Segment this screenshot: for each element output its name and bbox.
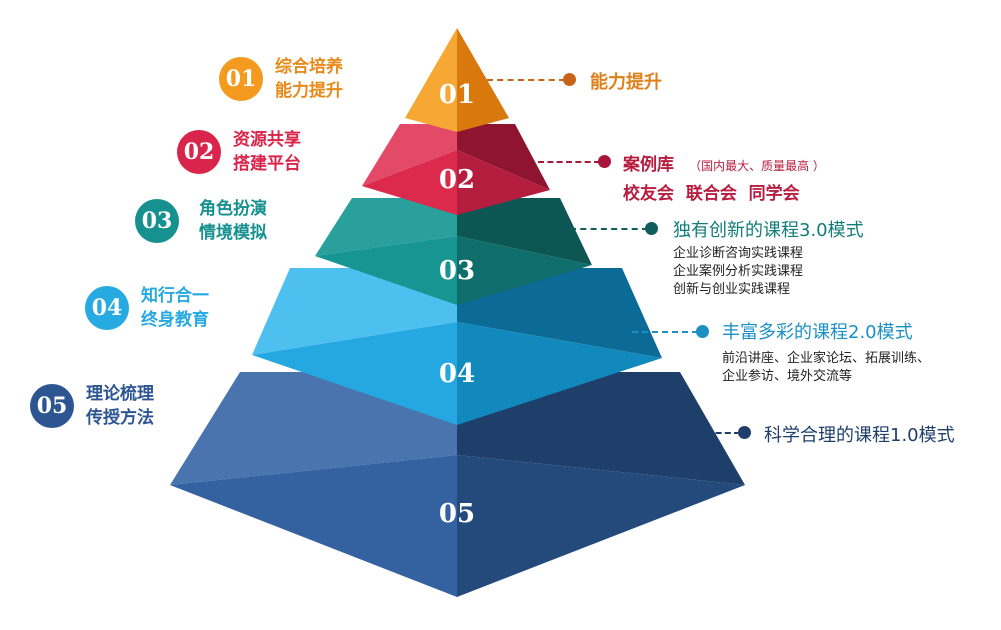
right-title-1: 能力提升 [590, 72, 662, 93]
bullet-dot-1 [563, 73, 576, 86]
tier-5-number: 05 [439, 499, 475, 529]
left-label-1: 01 综合培养能力提升 [219, 55, 343, 103]
left-label-1-line1: 综合培养 [275, 57, 343, 77]
tier-3-number: 03 [439, 256, 475, 286]
badge-03: 03 [135, 199, 179, 243]
left-label-3: 03 角色扮演情境模拟 [135, 197, 267, 245]
tier-4-number: 04 [439, 359, 475, 389]
connector-2 [538, 161, 600, 163]
right-title-5: 科学合理的课程1.0模式 [764, 425, 955, 446]
tier-2-number: 02 [439, 165, 475, 195]
right-item-3-1: 企业诊断咨询实践课程 [673, 246, 804, 261]
tier-1 [405, 28, 509, 132]
tier-4 [252, 268, 662, 425]
right-title-3: 独有创新的课程3.0模式 [673, 220, 864, 241]
right-callout-4: 丰富多彩的课程2.0模式 前沿讲座、企业家论坛、拓展训练、 企业参访、境外交流等 [722, 318, 930, 386]
tier-1-number: 01 [439, 80, 475, 110]
left-label-4-line1: 知行合一 [141, 286, 209, 306]
left-label-2-line2: 搭建平台 [233, 154, 301, 174]
right-item-4-2: 企业参访、境外交流等 [722, 369, 853, 384]
left-label-2: 02 资源共享搭建平台 [177, 128, 301, 176]
left-label-1-line2: 能力提升 [275, 81, 343, 101]
tier-3 [315, 198, 592, 305]
connector-1 [487, 79, 565, 81]
bullet-dot-2 [598, 155, 611, 168]
left-label-2-line1: 资源共享 [233, 130, 301, 150]
right-item-4-1: 前沿讲座、企业家论坛、拓展训练、 [722, 351, 931, 366]
right-title-4: 丰富多彩的课程2.0模式 [722, 322, 913, 343]
right-title-2: 案例库 [623, 155, 674, 175]
left-label-3-line2: 情境模拟 [199, 223, 267, 243]
bullet-dot-3 [645, 222, 658, 235]
right-note-2: （国内最大、质量最高 ） [689, 159, 825, 173]
left-label-3-line1: 角色扮演 [199, 199, 267, 219]
right-callout-2: 案例库 （国内最大、质量最高 ） 校友会 联合会 同学会 [623, 150, 825, 204]
connector-5 [688, 432, 740, 434]
left-label-5-line2: 传授方法 [86, 408, 154, 428]
right-item-3-3: 创新与创业实践课程 [673, 282, 791, 297]
badge-04: 04 [85, 286, 129, 330]
badge-01: 01 [219, 57, 263, 101]
left-label-5: 05 理论梳理传授方法 [30, 382, 154, 430]
badge-02: 02 [177, 130, 221, 174]
right-callout-3: 独有创新的课程3.0模式 企业诊断咨询实践课程 企业案例分析实践课程 创新与创业… [673, 216, 864, 299]
left-label-5-line1: 理论梳理 [86, 384, 154, 404]
left-label-4: 04 知行合一终身教育 [85, 284, 209, 332]
connector-3 [570, 228, 648, 230]
bullet-dot-4 [696, 325, 709, 338]
left-label-4-line2: 终身教育 [141, 310, 209, 330]
tier-2 [362, 124, 550, 215]
connector-4 [632, 331, 698, 333]
right-sub-2: 校友会 联合会 同学会 [623, 184, 800, 204]
right-item-3-2: 企业案例分析实践课程 [673, 264, 804, 279]
bullet-dot-5 [738, 426, 751, 439]
badge-05: 05 [30, 384, 74, 428]
